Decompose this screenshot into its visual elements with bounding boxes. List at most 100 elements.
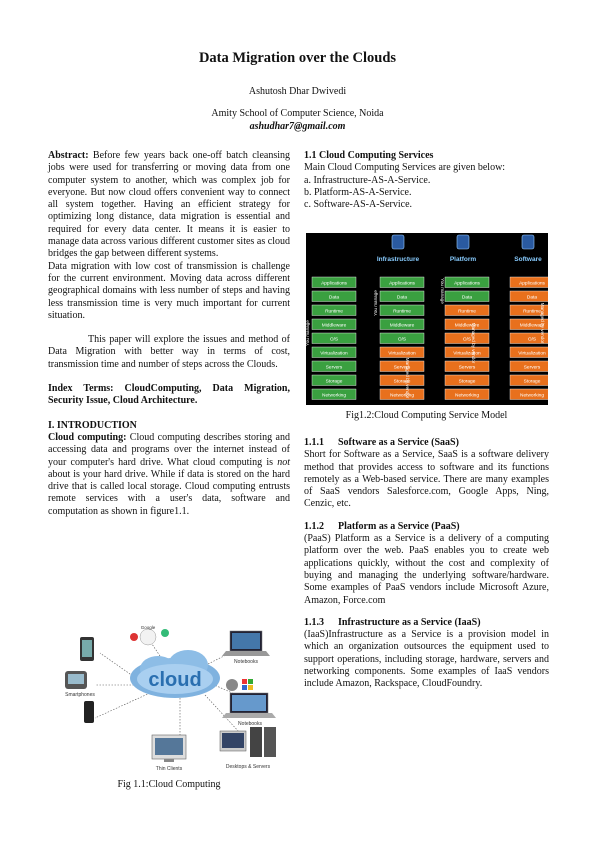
right-column: 1.1 Cloud Computing Services Main Cloud …	[304, 150, 549, 211]
service-layer-label: Networking	[390, 392, 414, 398]
intro-heading-text: I. INTRODUCTION	[48, 419, 137, 431]
service-layer-label: Middleware	[322, 322, 347, 328]
google-label: Google	[141, 625, 156, 630]
google-icon	[130, 628, 169, 646]
side-bracket-label: Managed by vendor	[540, 303, 545, 344]
service-header-icon	[391, 234, 405, 250]
service-item: c. Software-AS-A-Service.	[304, 199, 413, 211]
saas-title: Software as a Service (SaaS)	[338, 437, 459, 448]
service-layer-label: Applications	[454, 280, 480, 286]
service-layer-label: O/S	[330, 336, 338, 342]
service-layer-label: Runtime	[325, 308, 343, 314]
service-layer-label: Storage	[524, 378, 541, 384]
side-bracket-label: You manage	[440, 278, 445, 304]
paas-title: Platform as a Service (PaaS)	[338, 520, 460, 532]
thin-client-icon	[151, 734, 187, 762]
desktops-label: Desktops & Servers	[226, 764, 271, 770]
service-layer-label: O/S	[398, 336, 406, 342]
service-layer-label: Middleware	[455, 322, 480, 328]
service-layer-label: Runtime	[393, 308, 411, 314]
service-layer-box	[379, 360, 425, 372]
service-layer-label: Virtualization	[388, 350, 416, 356]
service-layer-box	[444, 290, 490, 302]
affiliation: Amity School of Computer Science, Noida	[211, 108, 384, 119]
service-layer-box	[444, 360, 490, 372]
intro-not: not	[277, 456, 290, 468]
notebooks-bottom-label: Notebooks	[238, 721, 262, 727]
service-layer-box	[311, 276, 357, 288]
windows-icon	[242, 679, 253, 690]
service-layer-label: Servers	[459, 364, 476, 370]
service-layer-box	[509, 346, 548, 358]
service-layer-box	[379, 304, 425, 316]
service-layer-label: Servers	[326, 364, 343, 370]
saas-text: Short for Software as a Service, SaaS is…	[304, 449, 549, 510]
service-layer-label: Servers	[524, 364, 541, 370]
service-layer-box	[311, 388, 357, 400]
side-bracket-label: You manage	[373, 290, 378, 316]
smartphone-icon	[65, 637, 94, 723]
service-layer-box	[311, 304, 357, 316]
service-layer-box	[311, 360, 357, 372]
service-layer-label: Runtime	[523, 308, 541, 314]
figure-1-caption: Fig 1.1:Cloud Computing	[117, 779, 221, 790]
service-layer-box	[311, 290, 357, 302]
saas-number: 1.1.1	[304, 437, 324, 448]
saas-heading: 1.1.1 Software as a Service (SaaS)	[304, 437, 549, 449]
service-layer-label: Data	[329, 294, 339, 300]
service-header-icon	[521, 234, 535, 250]
service-layer-box	[444, 332, 490, 344]
iaas-title: Infrastructure as a Service (IaaS)	[338, 616, 481, 628]
paas-text: (PaaS) Platform as a Service is a delive…	[304, 533, 549, 606]
index-terms: Index Terms: CloudComputing, Data Migrat…	[48, 383, 290, 408]
author-name: Ashutosh Dhar Dwivedi	[248, 86, 347, 97]
service-header-label: Platform	[450, 256, 477, 263]
author-email: ashudhar7@gmail.com	[249, 121, 346, 132]
service-header-label: Infrastructure	[377, 256, 420, 263]
service-layer-label: Networking	[520, 392, 544, 398]
service-layer-box	[379, 346, 425, 358]
service-layer-label: Applications	[321, 280, 347, 286]
service-layer-label: Data	[397, 294, 407, 300]
service-layer-box	[444, 276, 490, 288]
side-bracket-label: You manage	[306, 320, 310, 346]
service-header-icon	[456, 234, 470, 250]
service-layer-box	[509, 374, 548, 386]
service-layer-box	[379, 332, 425, 344]
service-layer-box	[444, 388, 490, 400]
service-layer-label: Networking	[322, 392, 346, 398]
section-heading: 1.1 Cloud Computing Services	[304, 150, 434, 161]
service-layer-label: Networking	[455, 392, 479, 398]
service-layer-box	[379, 290, 425, 302]
desktop-server-icon	[219, 727, 276, 757]
notebook-icon-bottom	[222, 692, 276, 718]
service-layer-label: Applications	[389, 280, 415, 286]
service-layer-box	[509, 304, 548, 316]
service-layer-box	[379, 318, 425, 330]
iaas-text: (IaaS)Infrastructure as a Service is a p…	[304, 629, 549, 690]
service-layer-label: Virtualization	[320, 350, 348, 356]
service-layer-box	[509, 360, 548, 372]
service-layer-box	[311, 346, 357, 358]
index-terms-label: Index Terms:	[48, 383, 114, 395]
service-layer-box	[509, 332, 548, 344]
abstract-label: Abstract:	[48, 150, 89, 161]
service-layer-label: Servers	[394, 364, 411, 370]
service-layer-box	[444, 346, 490, 358]
service-layer-box	[311, 318, 357, 330]
service-layer-label: O/S	[528, 336, 536, 342]
smartphones-label: Smartphones	[65, 692, 95, 698]
service-layer-label: Middleware	[390, 322, 415, 328]
notebook-icon-top	[222, 630, 270, 656]
intro-paragraph: Cloud computing: Cloud computing describ…	[48, 432, 290, 518]
service-header-label: Software	[514, 256, 542, 263]
paas-number: 1.1.2	[304, 520, 324, 532]
service-item: a. Infrastructure-AS-A-Service.	[304, 174, 431, 186]
service-layer-label: Storage	[394, 378, 411, 384]
service-layer-label: Middleware	[520, 322, 545, 328]
service-layer-label: Data	[527, 294, 537, 300]
service-model-figure: Infrastructure Platform SoftwareApplicatio…	[306, 233, 548, 405]
service-layer-label: Storage	[326, 378, 343, 384]
saas-section: 1.1.1 Software as a Service (SaaS) Short …	[304, 437, 549, 691]
service-layer-label: Applications	[519, 280, 545, 286]
